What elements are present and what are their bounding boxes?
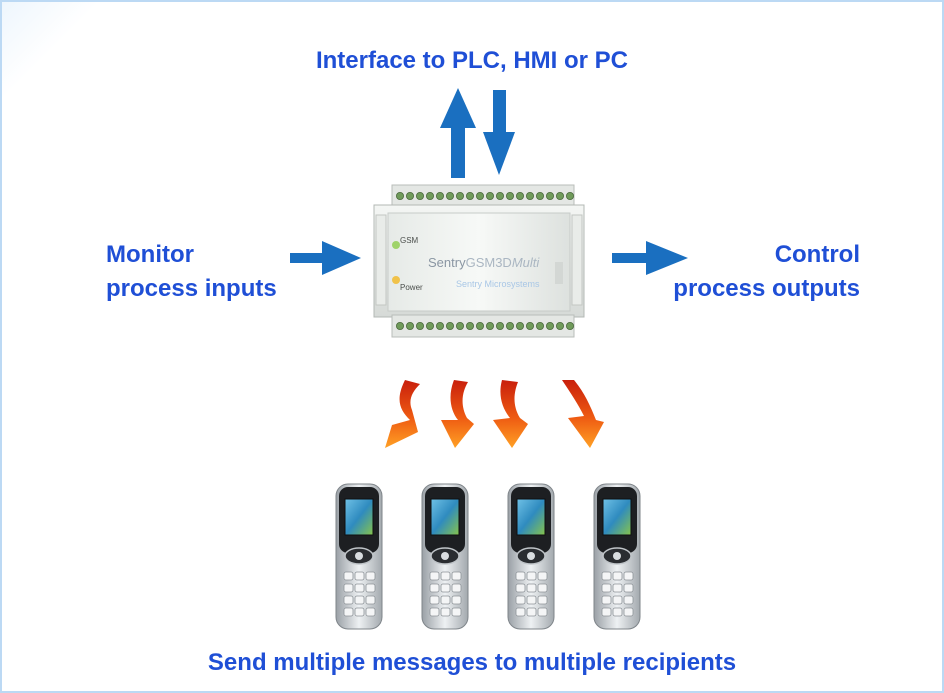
- terminal-screw: [516, 191, 525, 200]
- interface-down-arrow: [483, 90, 515, 175]
- interface-up-arrow: [440, 88, 476, 178]
- terminal-screw: [495, 191, 504, 200]
- control-label: Control process outputs: [560, 238, 860, 306]
- terminal-screw: [485, 321, 494, 330]
- sentry-gsm-device: GSM Power SentryGSM3DMulti Sentry Micros…: [373, 184, 585, 338]
- terminal-screw: [415, 321, 424, 330]
- input-arrow: [290, 241, 361, 275]
- monitor-label-line2: process inputs: [106, 275, 277, 302]
- mobile-phone-icon: [593, 483, 641, 630]
- terminal-screw: [556, 321, 565, 330]
- send-messages-label: Send multiple messages to multiple recip…: [207, 649, 737, 676]
- terminal-screw: [475, 321, 484, 330]
- terminal-screw: [485, 191, 494, 200]
- terminal-screw: [526, 191, 535, 200]
- terminal-screw: [505, 321, 514, 330]
- device-sub-brand: Sentry Microsystems: [456, 279, 540, 289]
- terminal-screw: [566, 191, 575, 200]
- control-label-line2: process outputs: [673, 275, 860, 302]
- control-label-line1: Control: [774, 241, 860, 268]
- terminal-screw: [505, 191, 514, 200]
- terminal-screw: [566, 321, 575, 330]
- terminal-screw: [425, 191, 434, 200]
- terminal-screw: [475, 191, 484, 200]
- power-led-label: Power: [400, 283, 423, 292]
- terminal-screw: [526, 321, 535, 330]
- message-arrow-4: [562, 380, 604, 448]
- message-arrow-1: [385, 380, 420, 448]
- mobile-phone-icon: [421, 483, 469, 630]
- power-led: [392, 276, 400, 284]
- output-arrow: [612, 241, 688, 275]
- monitor-label-line1: Monitor: [106, 241, 194, 268]
- mobile-phone-icon: [335, 483, 383, 630]
- terminal-screw: [546, 321, 555, 330]
- terminal-screw: [465, 191, 474, 200]
- phones-group: [335, 483, 641, 630]
- terminal-screw: [556, 191, 565, 200]
- terminal-screw: [536, 321, 545, 330]
- terminal-screw: [445, 321, 454, 330]
- gsm-led: [392, 241, 400, 249]
- terminal-screw: [546, 191, 555, 200]
- terminal-screw: [495, 321, 504, 330]
- mobile-phone-icon: [507, 483, 555, 630]
- terminal-screw: [405, 321, 414, 330]
- terminal-screw: [395, 191, 404, 200]
- terminal-screw: [465, 321, 474, 330]
- terminal-screw: [445, 191, 454, 200]
- brand-model: GSM3D: [466, 255, 512, 270]
- brand-prefix: Sentry: [428, 255, 466, 270]
- gsm-led-label: GSM: [400, 236, 419, 245]
- message-arrow-2: [441, 380, 474, 448]
- terminal-screw: [425, 321, 434, 330]
- terminal-screw: [455, 321, 464, 330]
- interface-label: Interface to PLC, HMI or PC: [315, 47, 629, 74]
- top-terminals: [395, 191, 575, 200]
- terminal-screw: [415, 191, 424, 200]
- terminal-screw: [435, 191, 444, 200]
- message-arrow-3: [493, 380, 528, 448]
- terminal-screw: [536, 191, 545, 200]
- terminal-screw: [455, 191, 464, 200]
- terminal-screw: [405, 191, 414, 200]
- terminal-screw: [516, 321, 525, 330]
- monitor-label: Monitor process inputs: [106, 238, 346, 306]
- device-brand: SentryGSM3DMulti: [428, 255, 540, 270]
- terminal-screw: [435, 321, 444, 330]
- bottom-terminals: [395, 321, 575, 330]
- brand-suffix: Multi: [512, 255, 541, 270]
- terminal-screw: [395, 321, 404, 330]
